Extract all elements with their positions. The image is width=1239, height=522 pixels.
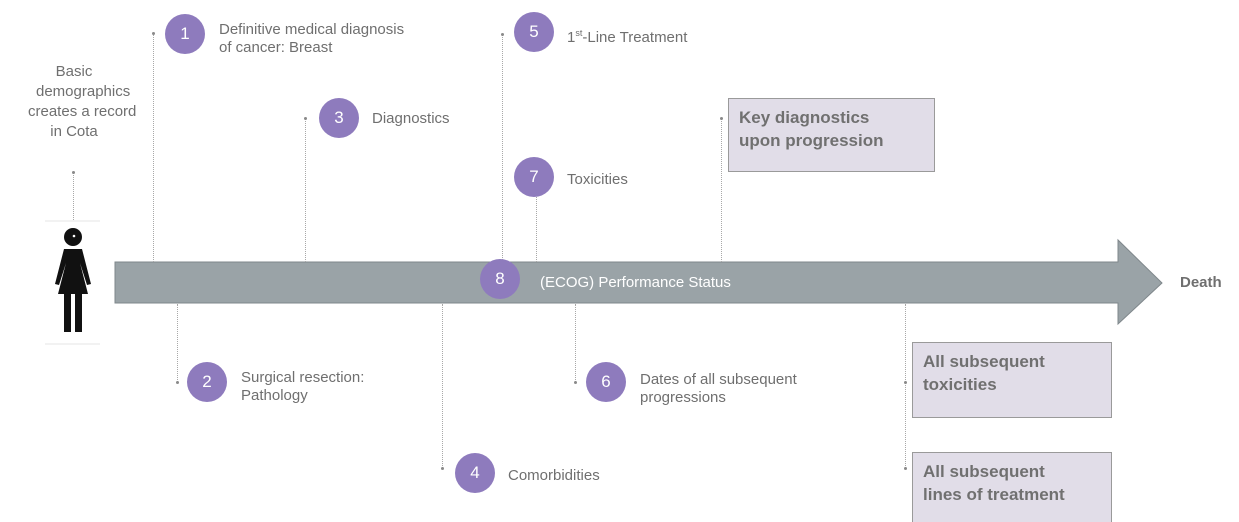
connector-dot xyxy=(72,171,75,174)
milestone-3-label: Diagnostics xyxy=(372,110,450,127)
milestone-5-badge: 5 xyxy=(514,12,554,52)
milestone-6-badge: 6 xyxy=(586,362,626,402)
connector-6 xyxy=(575,304,576,382)
connector-dot xyxy=(904,467,907,470)
milestone-7-label: Toxicities xyxy=(567,171,628,188)
intro-text: Basic demographics creates a record in C… xyxy=(28,62,136,142)
box-line: upon progression xyxy=(739,131,884,150)
milestone-3-badge: 3 xyxy=(319,98,359,138)
box-line: All subsequent xyxy=(923,352,1045,371)
woman-figure-icon xyxy=(55,228,91,332)
connector-5 xyxy=(502,34,503,262)
milestone-4-label: Comorbidities xyxy=(508,467,600,484)
intro-connector xyxy=(73,172,74,220)
label-line: Pathology xyxy=(241,387,308,404)
connector-subsequent xyxy=(905,304,906,468)
timeline-label: (ECOG) Performance Status xyxy=(540,274,731,291)
subsequent-lines-of-treatment-box: All subsequent lines of treatment xyxy=(912,452,1112,522)
milestone-8-badge: 8 xyxy=(480,259,520,299)
connector-dot xyxy=(304,117,307,120)
connector-key-diagnostics xyxy=(721,118,722,262)
milestone-5-label: 1st-Line Treatment xyxy=(567,24,687,47)
connector-dot xyxy=(720,117,723,120)
label-line: of cancer: Breast xyxy=(219,39,333,56)
label-line: progressions xyxy=(640,389,726,406)
connector-4 xyxy=(442,304,443,468)
intro-line: demographics xyxy=(36,83,131,100)
label-line: Surgical resection: xyxy=(241,369,365,386)
intro-line: in Cota xyxy=(50,123,98,140)
intro-line: creates a record xyxy=(28,103,137,120)
connector-dot xyxy=(904,381,907,384)
connector-1 xyxy=(153,33,154,262)
label-prefix: 1 xyxy=(567,29,576,46)
milestone-1-badge: 1 xyxy=(165,14,205,54)
connector-dot xyxy=(574,381,577,384)
milestone-4-badge: 4 xyxy=(455,453,495,493)
box-line: lines of treatment xyxy=(923,485,1065,504)
box-line: Key diagnostics xyxy=(739,108,870,127)
end-label: Death xyxy=(1180,274,1222,291)
milestone-6-label: Dates of all subsequent progressions xyxy=(640,371,797,407)
connector-dot xyxy=(152,32,155,35)
box-line: toxicities xyxy=(923,375,997,394)
connector-3 xyxy=(305,118,306,262)
box-line: All subsequent xyxy=(923,462,1045,481)
connector-dot xyxy=(441,467,444,470)
connector-dot xyxy=(501,33,504,36)
label-suffix: -Line Treatment xyxy=(582,29,688,46)
label-line: Definitive medical diagnosis xyxy=(219,21,405,38)
connector-dot xyxy=(176,381,179,384)
milestone-2-label: Surgical resection: Pathology xyxy=(241,369,364,405)
subsequent-toxicities-box: All subsequent toxicities xyxy=(912,342,1112,418)
intro-line: Basic xyxy=(55,63,93,80)
label-line: Dates of all subsequent xyxy=(640,371,797,388)
milestone-1-label: Definitive medical diagnosis of cancer: … xyxy=(219,21,404,57)
milestone-7-badge: 7 xyxy=(514,157,554,197)
key-diagnostics-box: Key diagnostics upon progression xyxy=(728,98,935,172)
connector-7 xyxy=(536,197,537,262)
connector-2 xyxy=(177,304,178,382)
label-superscript: st xyxy=(575,28,583,38)
milestone-2-badge: 2 xyxy=(187,362,227,402)
